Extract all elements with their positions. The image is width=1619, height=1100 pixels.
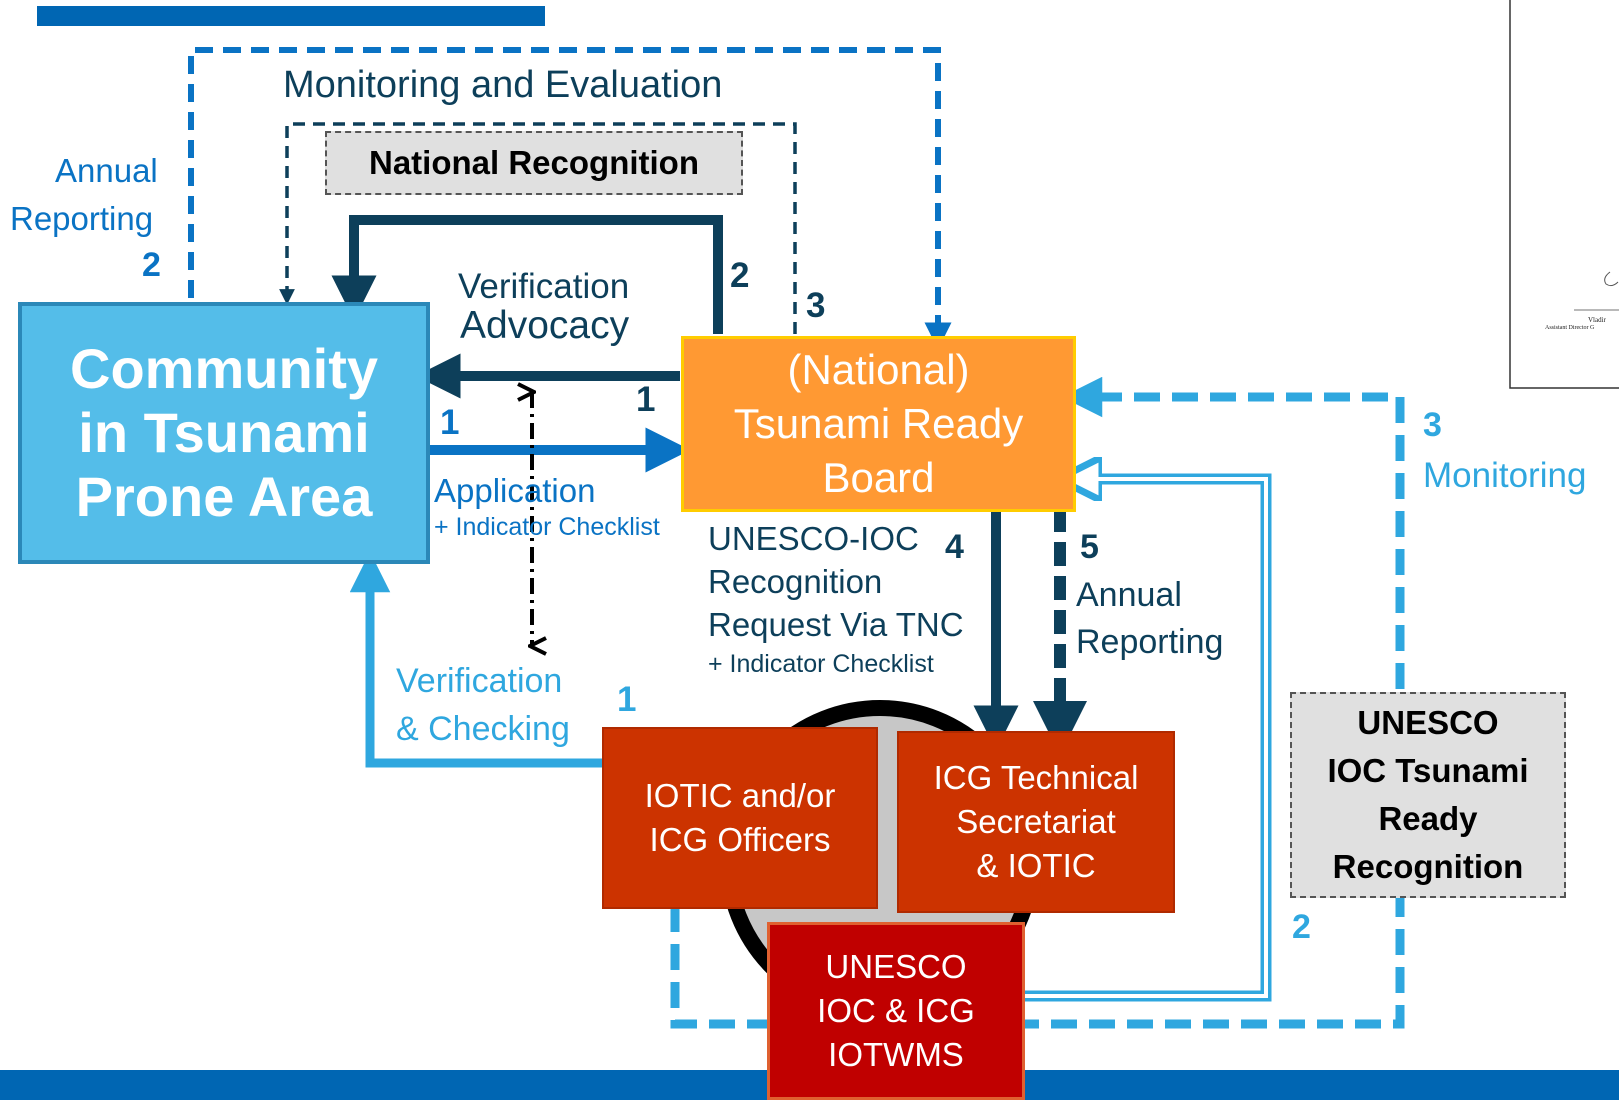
step-number-1-light: 1	[617, 680, 637, 719]
certificate-title: Assistant Director G	[1545, 325, 1595, 331]
annual-reporting-right-label-2: Reporting	[1076, 623, 1224, 661]
community-line-3: Prone Area	[75, 465, 373, 528]
certificate-name: Vladir	[1588, 316, 1606, 324]
verification-checking-label-2: & Checking	[396, 710, 570, 748]
step-number-3-top: 3	[806, 286, 826, 325]
tsunami-ready-board-box: (National) Tsunami Ready Board	[681, 336, 1076, 512]
verification-checking-arrow	[349, 551, 604, 768]
board-line-2: Tsunami Ready	[733, 400, 1024, 447]
unesco-ioc-label: UNESCO-IOC	[708, 520, 919, 557]
step-number-2-right: 2	[1292, 908, 1311, 946]
step-number-2-left: 2	[142, 246, 161, 284]
certificate-thumbnail	[1509, 0, 1619, 389]
step-number-3-right: 3	[1423, 406, 1442, 444]
board-line-1: (National)	[787, 346, 970, 393]
indicator-checklist-label-1: + Indicator Checklist	[434, 513, 660, 541]
annual-reporting-right-label-1: Annual	[1076, 576, 1182, 614]
unesco-iotwms-box: UNESCO IOC & ICG IOTWMS	[767, 922, 1025, 1100]
step-number-4: 4	[945, 528, 964, 566]
national-recognition-label: National Recognition	[325, 131, 743, 195]
request-via-tnc-label: Request Via TNC	[708, 606, 964, 643]
verification-checking-label-1: Verification	[396, 662, 563, 700]
step-number-1-blue: 1	[440, 403, 460, 442]
community-box: Community in Tsunami Prone Area	[18, 302, 430, 564]
indicator-checklist-label-2: + Indicator Checklist	[708, 650, 934, 678]
step-number-2-top: 2	[730, 256, 750, 295]
advocacy-label: Advocacy	[460, 304, 630, 347]
monitoring-loop-arrow	[670, 376, 1405, 1029]
verification-label: Verification	[458, 267, 630, 306]
annual-reporting-loop-arrow	[188, 47, 952, 350]
community-line-2: in Tsunami	[78, 401, 370, 464]
national-recognition-loop-arrow	[279, 122, 797, 334]
iotic-officers-box: IOTIC and/or ICG Officers	[602, 727, 878, 909]
step-number-1-dark: 1	[636, 380, 656, 419]
verification-advocacy-loop-arrow	[331, 215, 723, 334]
monitoring-evaluation-label: Monitoring and Evaluation	[283, 64, 723, 106]
board-line-3: Board	[822, 454, 935, 501]
annual-reporting-left-label-2: Reporting	[10, 200, 154, 237]
step-number-5: 5	[1080, 528, 1099, 566]
icg-secretariat-box: ICG Technical Secretariat & IOTIC	[897, 731, 1175, 913]
header-accent-bar	[37, 6, 545, 26]
monitoring-right-label: Monitoring	[1423, 456, 1587, 495]
application-label: Application	[434, 472, 596, 509]
recognition-label: Recognition	[708, 563, 883, 600]
unesco-recognition-label: UNESCO IOC Tsunami Ready Recognition	[1290, 692, 1566, 898]
community-line-1: Community	[70, 337, 378, 400]
annual-reporting-left-label-1: Annual	[55, 152, 158, 189]
